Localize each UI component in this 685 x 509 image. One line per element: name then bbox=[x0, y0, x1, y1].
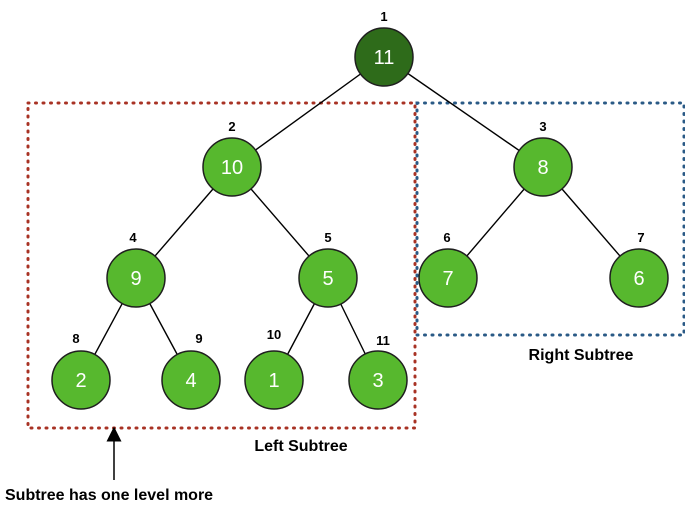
node-circle bbox=[244, 350, 304, 410]
right-subtree-label: Right Subtree bbox=[529, 347, 634, 364]
tree-edge bbox=[231, 56, 385, 168]
tree-node: 67 bbox=[609, 230, 669, 308]
node-circle bbox=[161, 350, 221, 410]
tree-node: 111 bbox=[354, 9, 414, 87]
tree-edges bbox=[80, 56, 640, 381]
node-index: 3 bbox=[539, 119, 546, 134]
node-index: 11 bbox=[376, 333, 390, 348]
node-index: 5 bbox=[324, 230, 331, 245]
node-value: 9 bbox=[130, 268, 141, 290]
node-value: 3 bbox=[372, 370, 383, 392]
tree-node: 1 10 bbox=[244, 327, 304, 410]
node-index: 10 bbox=[267, 327, 281, 342]
node-index: 7 bbox=[637, 230, 644, 245]
node-value: 6 bbox=[633, 268, 644, 290]
node-index: 2 bbox=[228, 119, 235, 134]
tree-node: 76 bbox=[418, 230, 478, 308]
node-index: 9 bbox=[195, 331, 202, 346]
tree-node: 55 bbox=[298, 230, 358, 308]
left-subtree-box bbox=[26, 101, 417, 430]
node-value: 11 bbox=[374, 47, 395, 69]
tree-node: 28 bbox=[51, 331, 111, 410]
node-circle bbox=[298, 248, 358, 308]
node-circle bbox=[202, 137, 262, 197]
level-note-label: Subtree has one level more bbox=[5, 487, 213, 504]
node-value: 7 bbox=[442, 268, 453, 290]
tree-edge bbox=[383, 56, 544, 168]
tree-node: 94 bbox=[106, 230, 166, 308]
tree-node: 49 bbox=[161, 331, 221, 410]
node-circle bbox=[51, 350, 111, 410]
node-value: 1 bbox=[268, 370, 279, 392]
node-circle bbox=[513, 137, 573, 197]
tree-node: 3 11 bbox=[348, 333, 408, 410]
node-value: 10 bbox=[221, 157, 243, 179]
node-value: 4 bbox=[185, 370, 196, 392]
node-circle bbox=[418, 248, 478, 308]
tree-node: 83 bbox=[513, 119, 573, 197]
tree-node: 10 2 bbox=[202, 119, 262, 197]
node-circle bbox=[348, 350, 408, 410]
node-index: 4 bbox=[129, 230, 137, 245]
left-subtree-label: Left Subtree bbox=[254, 438, 347, 455]
node-index: 6 bbox=[443, 230, 450, 245]
node-circle bbox=[609, 248, 669, 308]
node-index: 1 bbox=[380, 9, 387, 24]
node-value: 5 bbox=[322, 268, 333, 290]
root-node-circle bbox=[354, 27, 414, 87]
node-value: 2 bbox=[75, 370, 86, 392]
node-value: 8 bbox=[537, 157, 548, 179]
node-index: 8 bbox=[72, 331, 79, 346]
node-circle bbox=[106, 248, 166, 308]
right-subtree-box bbox=[415, 101, 685, 337]
